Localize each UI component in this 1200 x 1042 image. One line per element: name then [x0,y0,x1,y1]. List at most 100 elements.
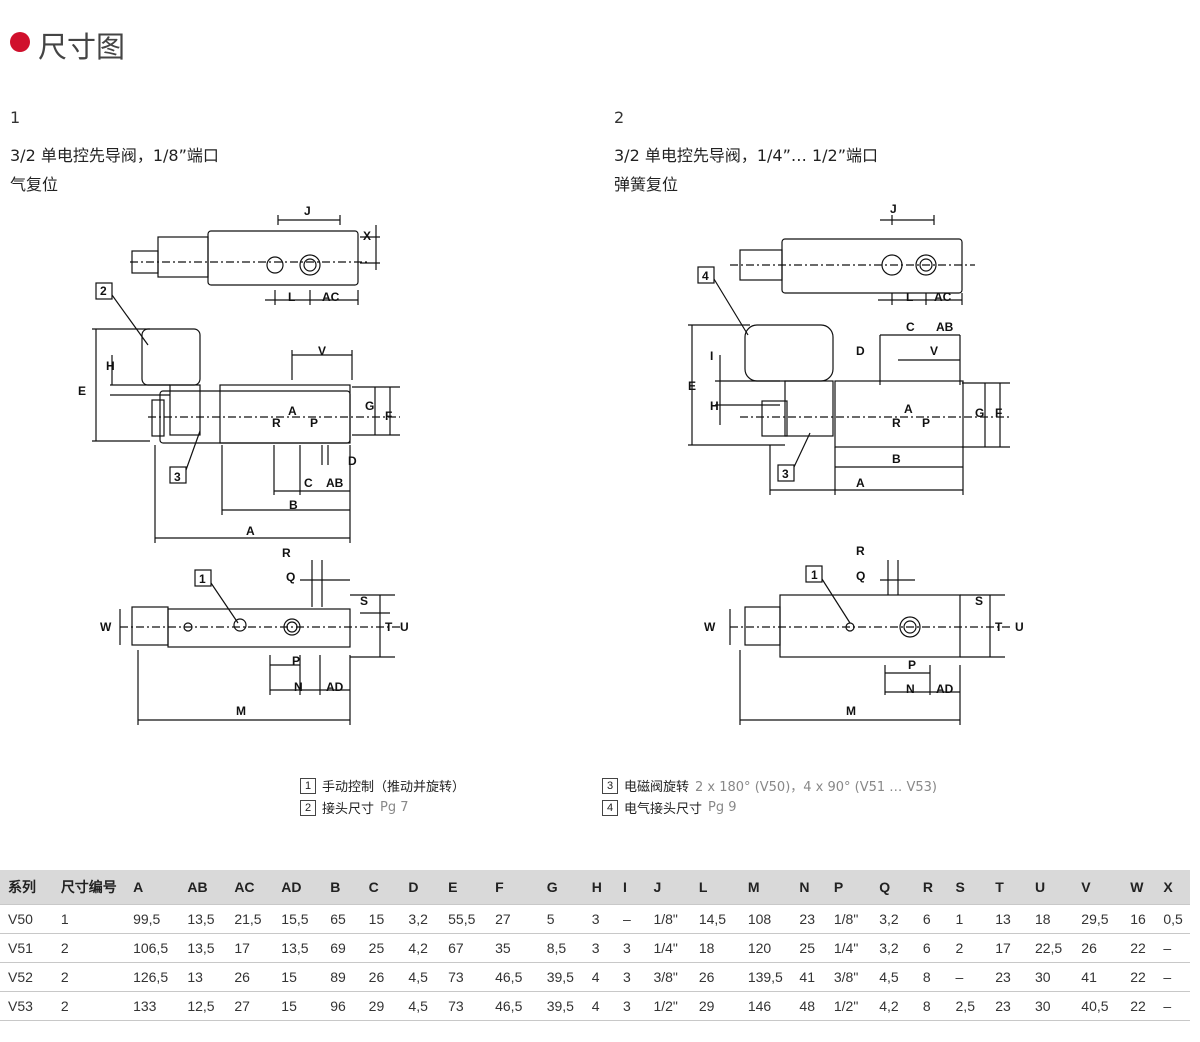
table-cell: 2 [52,991,126,1021]
table-cell: – [614,904,646,934]
table-cell: 2 [947,933,988,963]
svg-text:S: S [975,594,983,608]
table-cell: 4,2 [400,933,441,963]
svg-text:T: T [995,620,1003,634]
svg-text:2: 2 [100,284,107,298]
table-cell: 146 [739,991,792,1021]
svg-text:R: R [272,416,281,430]
table-cell: 25 [791,933,826,963]
legend-item: 4 电气接头尺寸 Pg 9 [602,798,737,817]
table-cell: 23 [987,962,1027,992]
table-cell: 5 [538,904,584,934]
svg-text:B: B [892,452,901,466]
svg-text:1: 1 [811,568,818,582]
table-header-cell: A [125,870,180,905]
svg-text:Q: Q [856,569,865,583]
table-cell: 1/2" [825,991,872,1021]
svg-text:E: E [688,379,696,393]
table-cell: 65 [322,904,361,934]
table-cell: – [1155,991,1190,1021]
table-cell: 3 [583,904,615,934]
table-cell: 126,5 [125,962,180,992]
table-header-cell: F [487,870,539,905]
table-cell: 39,5 [538,991,584,1021]
table-cell: 35 [487,933,539,963]
svg-text:P: P [908,658,916,672]
table-cell: 8 [914,991,948,1021]
svg-text:R: R [856,544,865,558]
table-cell: 15 [273,991,323,1021]
svg-text:AD: AD [936,682,954,696]
table-cell: 29,5 [1073,904,1123,934]
svg-text:S: S [360,594,368,608]
table-cell: 48 [791,991,826,1021]
table-cell: 13,5 [179,933,227,963]
dim-label: AC [322,290,340,304]
table-cell: 29 [690,991,740,1021]
table-header-cell: N [791,870,826,905]
section1-number: 1 [10,108,21,127]
table-cell: V52 [0,962,53,992]
table-cell: 3 [614,933,646,963]
table-cell: 22 [1122,933,1156,963]
table-cell: 46,5 [487,962,539,992]
svg-text:I: I [710,349,713,363]
table-cell: 4 [583,962,615,992]
table-cell: 120 [739,933,792,963]
svg-text:C: C [304,476,313,490]
svg-text:D: D [856,344,865,358]
table-cell: 69 [322,933,361,963]
table-cell: 26 [1073,933,1123,963]
table-cell: 25 [360,933,401,963]
svg-text:A: A [288,404,297,418]
section2-title: 3/2 单电控先导阀，1/4”… 1/2”端口 [614,146,879,165]
svg-text:AB: AB [326,476,344,490]
table-cell: 17 [226,933,274,963]
table-cell: V51 [0,933,53,963]
table-cell: 41 [1073,962,1123,992]
table-cell: 8 [914,962,948,992]
table-cell: 108 [739,904,792,934]
table-cell: 4,5 [400,962,441,992]
table-cell: 46,5 [487,991,539,1021]
svg-text:F: F [995,406,1002,420]
svg-text:M: M [236,704,246,718]
table-cell: 23 [987,991,1027,1021]
table-cell: 6 [914,904,948,934]
svg-text:B: B [289,498,298,512]
table-cell: 3/8" [825,962,872,992]
svg-text:P: P [292,654,300,668]
drawing-2: J L AC 4 C AB D V I E H G F 3 B A A R P … [688,202,1024,725]
table-header-cell: P [825,870,872,905]
svg-text:W: W [704,620,716,634]
table-header-cell: U [1026,870,1074,905]
svg-text:L: L [906,290,913,304]
table-cell: 1/4" [825,933,872,963]
table-cell: 26 [226,962,274,992]
table-cell: 1 [52,904,126,934]
table-cell: 27 [487,904,539,934]
table-header-cell: D [400,870,441,905]
table-cell: 22 [1122,962,1156,992]
svg-text:A: A [856,476,865,490]
section1-title: 3/2 单电控先导阀，1/8”端口 [10,146,219,165]
svg-text:R: R [892,416,901,430]
table-cell: 3 [583,933,615,963]
section1-subtitle: 气复位 [10,175,59,194]
drawing-1: J X L AC 2 V H E G F D 3 C AB B A A R P … [78,204,409,725]
legend-item: 3 电磁阀旋转 2 x 180° (V50)，4 x 90° (V51 … V5… [602,776,937,795]
legend-item: 2 接头尺寸 Pg 7 [300,798,409,817]
table-cell: 15 [360,904,401,934]
table-cell: 4,5 [871,962,915,992]
svg-text:3: 3 [782,467,789,481]
table-cell: 26 [690,962,740,992]
table-header-cell: C [360,870,401,905]
svg-text:AC: AC [934,290,952,304]
table-cell: 73 [440,962,488,992]
table-cell: 13 [987,904,1027,934]
table-header-cell: 系列 [0,870,53,905]
table-cell: 99,5 [125,904,180,934]
